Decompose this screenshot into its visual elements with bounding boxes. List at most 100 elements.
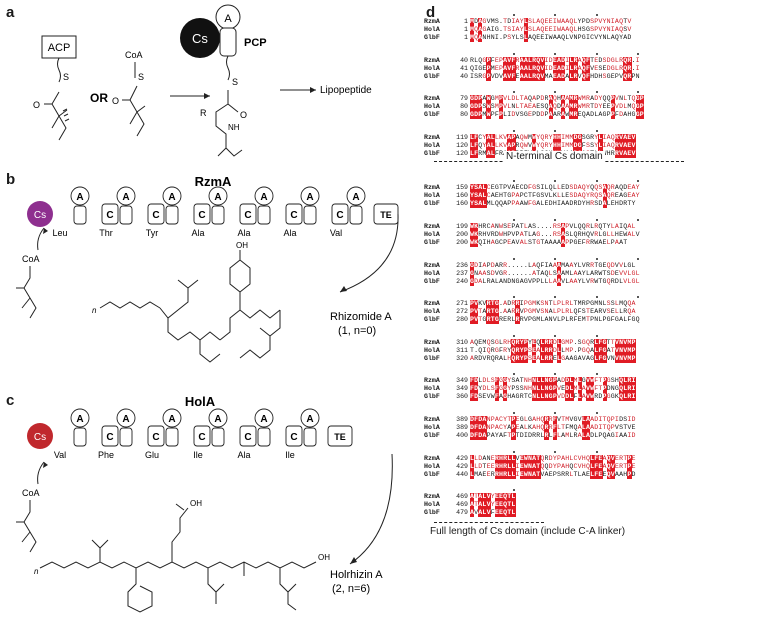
- panel-label-d: d: [426, 4, 436, 21]
- holrhizin-name: Holrhizin A: [330, 569, 383, 581]
- sequence-name: HolA: [424, 501, 440, 509]
- rzma-title: RzmA: [195, 174, 232, 189]
- coa-chain-b: [16, 266, 37, 319]
- conserved-column: [473, 223, 479, 247]
- conserved-column: [590, 454, 595, 479]
- sequence-position: 310: [456, 338, 468, 346]
- conserved-column: [594, 454, 599, 479]
- conserved-column: [498, 493, 504, 518]
- a-domain-label: A: [214, 414, 221, 425]
- n-terminal-cs-label: N-terminal Cs domain: [504, 150, 605, 162]
- conserved-column: [552, 56, 558, 81]
- c-domain-label: C: [106, 210, 113, 221]
- te-label: TE: [380, 210, 392, 220]
- conserved-column: [610, 454, 616, 479]
- ruler-dot: [554, 129, 556, 132]
- conserved-column: [623, 56, 628, 81]
- sequence-position: 349: [456, 377, 468, 385]
- conserved-column: [507, 133, 512, 158]
- ruler-dot: [637, 52, 639, 55]
- conserved-column: [473, 377, 479, 402]
- hola-title: HolA: [185, 394, 216, 409]
- pcp-domain: [119, 205, 133, 225]
- conserved-column: [469, 377, 475, 402]
- sequence-position: 40: [460, 56, 468, 64]
- conserved-column: [469, 300, 475, 325]
- sequence-name: GlbF: [424, 277, 440, 285]
- panel-label-b: b: [6, 171, 16, 188]
- conserved-column: [469, 416, 475, 440]
- a-domain: [208, 186, 228, 206]
- conserved-column: [494, 493, 500, 518]
- sequence-name: RzmA: [424, 377, 440, 385]
- conserved-column: [494, 377, 500, 402]
- sequence-residues: FDLDLSFGGYSATNHNLLNGPADDLMLGVWFTPGSHQLRI: [470, 377, 636, 385]
- conserved-column: [473, 184, 479, 209]
- a-domain-label: A: [168, 414, 175, 425]
- coa-label-c: CoA: [22, 488, 40, 498]
- ruler-dot: [554, 296, 556, 299]
- a-domain: [254, 408, 274, 428]
- sequence-position: 389: [456, 416, 468, 423]
- sequence-residues: GNAASDVGR......ATAQLSAAMLAAYLARWTSDEVVLG…: [470, 269, 640, 277]
- conserved-column: [478, 95, 483, 120]
- c-domain: [285, 425, 303, 447]
- c-term-oh: OH: [318, 553, 330, 562]
- sequence-name: HolA: [424, 346, 440, 354]
- conserved-column: [561, 223, 566, 247]
- conserved-column: [531, 56, 537, 81]
- sequence-name: GlbF: [424, 72, 440, 80]
- conserved-column: [619, 133, 624, 158]
- sequence-residues: PVKVRTG.ADRRIPGMKSNTLPLRLTMRPGMNLSSLMQQA: [470, 300, 636, 308]
- ruler-dot: [512, 373, 515, 376]
- a-domain: [300, 186, 320, 206]
- sequence-residues: MDAGVMS.TDIAYLSLAQEEIWAAQLYPDSPVYNIAQTV: [470, 18, 632, 25]
- ruler-dot: [512, 91, 515, 94]
- n-subscript-b: n: [92, 306, 97, 315]
- conserved-column: [569, 56, 574, 81]
- sequence-name: RzmA: [424, 454, 440, 462]
- sequence-residues: DFDANPACYTPEGLGAHQRRFVTMVGVLAADITQPIDSID: [470, 416, 636, 423]
- conserved-column: [598, 454, 603, 479]
- module-substrate: Ala: [283, 228, 296, 238]
- sequence-position: 119: [456, 133, 468, 141]
- te-label: TE: [334, 432, 346, 442]
- panel-b-scheme: RzmA CsALeuCAThrCATyrCAAlaCAAlaCAAlaCAVa…: [16, 174, 399, 363]
- conserved-column: [623, 377, 628, 402]
- a-domain: [70, 186, 90, 206]
- conserved-column: [469, 95, 475, 120]
- ruler-dot: [637, 91, 639, 94]
- conserved-column: [502, 56, 508, 81]
- sequence-name: GlbF: [424, 509, 440, 517]
- conserved-column: [519, 338, 524, 363]
- acp-o-atom: O: [33, 100, 40, 110]
- holrhizin-skeleton: [39, 503, 317, 613]
- module-substrate: Leu: [52, 228, 67, 238]
- conserved-column: [515, 338, 520, 363]
- pcp-domain: [119, 427, 133, 447]
- conserved-column: [627, 56, 632, 81]
- pcp-tether: [226, 55, 230, 81]
- a-domain: [254, 186, 274, 206]
- sequence-residues: ARDVRQRALHQRYPSEALRRELGAAGAVAGLFGVNVNVMP: [470, 354, 636, 362]
- ruler-dot: [512, 219, 515, 221]
- c-domain: [101, 203, 119, 225]
- conserved-column: [478, 18, 483, 42]
- conserved-column: [482, 184, 487, 209]
- ruler-dot: [637, 296, 639, 299]
- conserved-column: [469, 133, 475, 158]
- acp-hash: [62, 108, 70, 122]
- sequence-position: 240: [456, 277, 468, 285]
- sequence-residues: LFCYALLKVAPAQWMWYQRYHHIMMDGSGRYLIAQRVAEV: [470, 133, 636, 141]
- c-domain-label: C: [106, 432, 113, 443]
- or-label: OR: [90, 91, 108, 105]
- sequence-position: 311: [456, 346, 468, 354]
- pcp-chain: [215, 90, 243, 157]
- conserved-column: [627, 454, 632, 479]
- ruler-dot: [512, 52, 515, 55]
- conserved-column: [581, 416, 587, 440]
- pcp-domain: [349, 205, 363, 225]
- sequence-name: GlbF: [424, 354, 440, 362]
- conserved-column: [606, 454, 612, 479]
